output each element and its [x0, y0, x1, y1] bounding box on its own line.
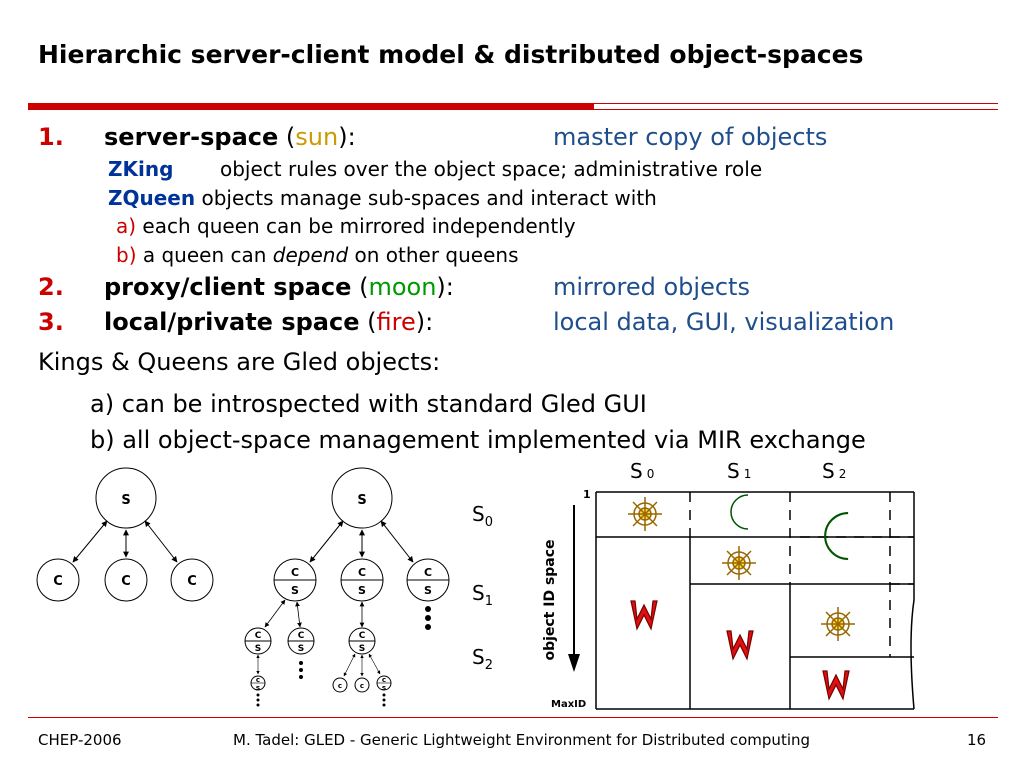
- svg-text:S: S: [255, 644, 261, 654]
- zking-label: ZKing: [108, 157, 174, 181]
- svg-text:c: c: [338, 682, 342, 690]
- slide-title: Hierarchic server-client model & distrib…: [38, 40, 864, 69]
- kings-item-b: b) all object-space management implement…: [90, 426, 866, 454]
- svg-text:C: C: [359, 631, 366, 641]
- object-space-grid: [595, 491, 915, 710]
- moon-word: moon: [368, 273, 437, 301]
- svg-text:C: C: [291, 566, 299, 579]
- page-number: 16: [967, 731, 987, 749]
- sun-icon: [820, 606, 856, 642]
- svg-text:S1: S1: [727, 459, 751, 483]
- svg-text:S2: S2: [822, 459, 846, 483]
- moon-icon-large: [824, 512, 850, 560]
- item-3-heading: local/private space (fire):: [104, 308, 434, 336]
- item-2-heading: proxy/client space (moon):: [104, 273, 454, 301]
- svg-text:MaxID: MaxID: [551, 699, 586, 710]
- footer-center: M. Tadel: GLED - Generic Lightweight Env…: [233, 731, 811, 749]
- fire-icon: [822, 670, 850, 700]
- svg-text:S1: S1: [472, 581, 493, 609]
- svg-text:C: C: [298, 631, 305, 641]
- title-rule-thick: [28, 103, 594, 110]
- svg-text:S: S: [358, 584, 366, 597]
- sun-word: sun: [295, 123, 339, 151]
- simple-tree: S C C C: [36, 467, 214, 602]
- moon-icon: [730, 494, 749, 530]
- item-3-description: local data, GUI, visualization: [553, 308, 895, 336]
- item-3-number: 3.: [38, 308, 64, 336]
- fire-icon: [630, 600, 658, 630]
- svg-text:s: s: [382, 684, 386, 692]
- svg-text:C: C: [53, 574, 63, 589]
- svg-text:S0: S0: [472, 502, 493, 530]
- space-row-labels: S0 S1 S2: [472, 502, 493, 673]
- sub-item-b: b) a queen can depend on other queens: [116, 243, 519, 267]
- svg-text:1: 1: [583, 488, 591, 501]
- svg-text:object ID space: object ID space: [542, 539, 558, 660]
- title-rule-lower: [594, 109, 998, 110]
- footer-left: CHEP-2006: [38, 731, 122, 749]
- kings-queens-line: Kings & Queens are Gled objects:: [38, 348, 441, 376]
- svg-text:S0: S0: [630, 459, 654, 483]
- svg-text:C: C: [358, 566, 366, 579]
- object-id-axis: 1 object ID space MaxID: [542, 488, 591, 710]
- hierarchic-tree: S CS CS CS CS CS CS cs c c: [244, 467, 450, 707]
- svg-text:C: C: [255, 631, 262, 641]
- svg-text:S: S: [291, 584, 299, 597]
- item-2-number: 2.: [38, 273, 64, 301]
- footer-rule: [28, 717, 998, 718]
- tree1-server-label: S: [121, 493, 130, 508]
- svg-text:C: C: [424, 566, 432, 579]
- svg-text:c: c: [360, 682, 364, 690]
- svg-text:c: c: [382, 676, 386, 684]
- svg-text:c: c: [256, 676, 260, 684]
- svg-text:S: S: [359, 644, 365, 654]
- svg-text:S: S: [298, 644, 304, 654]
- hierarchy-diagram: S C C C S CS CS CS CS CS: [36, 459, 915, 710]
- svg-text:S: S: [357, 493, 366, 508]
- zking-text: object rules over the object space; admi…: [220, 157, 763, 181]
- zqueen-line: ZQueen objects manage sub-spaces and int…: [108, 186, 657, 210]
- fire-word: fire: [376, 308, 416, 336]
- kings-item-a: a) can be introspected with standard Gle…: [90, 390, 647, 418]
- sub-item-a: a) each queen can be mirrored independen…: [116, 214, 576, 238]
- item-1-description: master copy of objects: [553, 123, 828, 151]
- svg-text:s: s: [256, 684, 260, 692]
- svg-text:C: C: [121, 574, 131, 589]
- svg-text:S: S: [424, 584, 432, 597]
- svg-text:C: C: [187, 574, 197, 589]
- item-1-heading: server-space (sun):: [104, 123, 356, 151]
- item-2-description: mirrored objects: [553, 273, 750, 301]
- item-1-number: 1.: [38, 123, 64, 151]
- svg-text:S2: S2: [472, 645, 493, 673]
- sun-icon: [627, 496, 663, 532]
- sun-icon: [721, 545, 757, 581]
- fire-icon: [726, 630, 754, 660]
